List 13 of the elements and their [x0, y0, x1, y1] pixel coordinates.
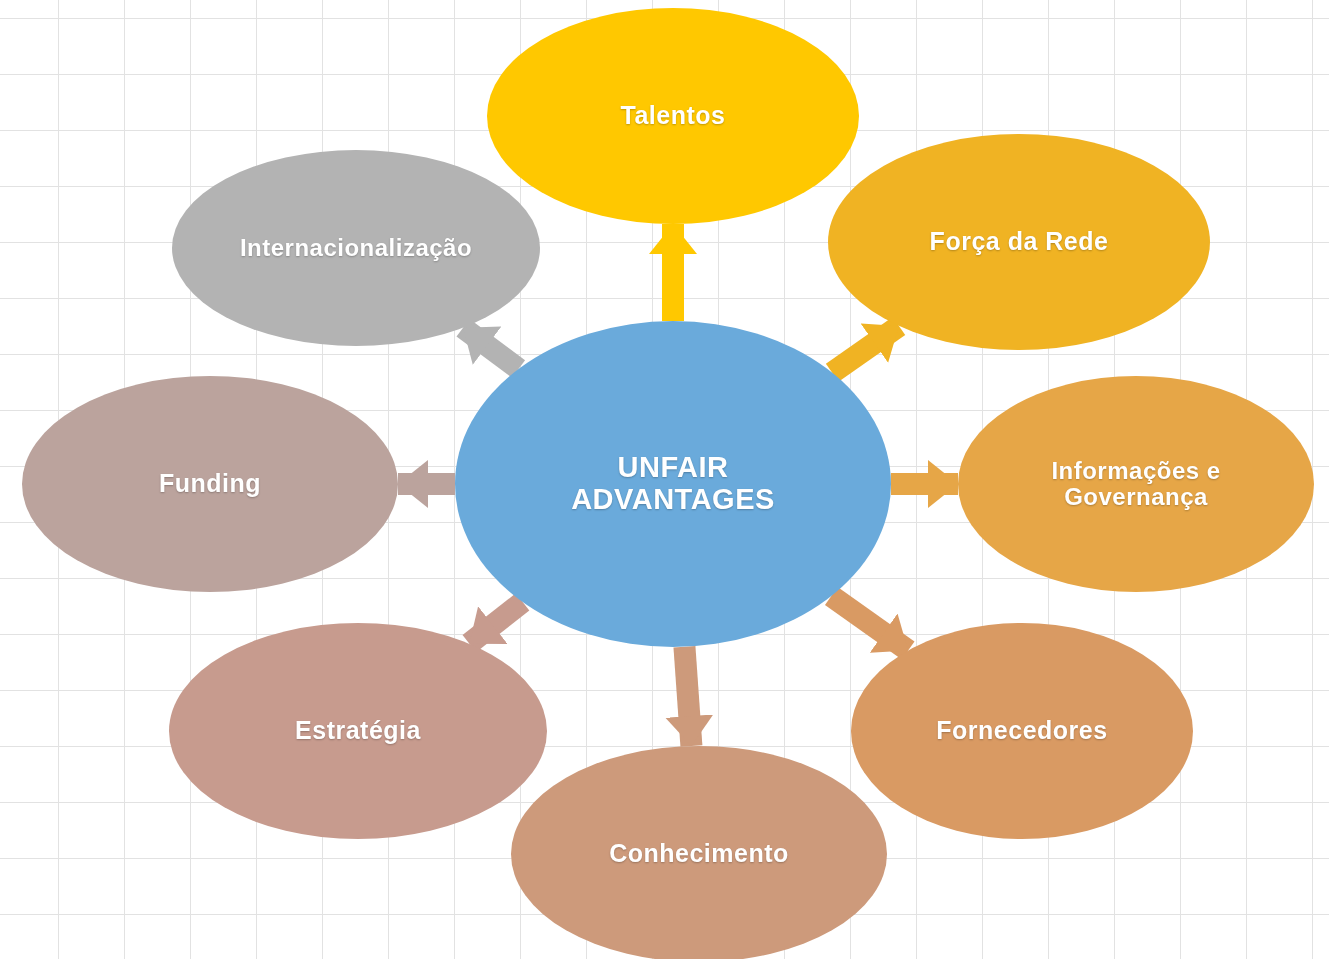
block-arrow — [649, 224, 697, 321]
node-label: Internacionalização — [239, 234, 473, 262]
node-label: Estratégia — [295, 717, 421, 745]
block-arrow — [665, 646, 714, 747]
node-label: UNFAIR ADVANTAGES — [570, 452, 776, 516]
node-label: Funding — [158, 470, 262, 498]
node-label: Conhecimento — [609, 840, 789, 868]
node-label: Informações e Governança — [1050, 457, 1222, 511]
block-arrow — [891, 460, 958, 508]
node-label: Força da Rede — [929, 228, 1109, 256]
node-label: Fornecedores — [936, 717, 1108, 745]
block-arrow — [398, 460, 455, 508]
node-label: Talentos — [620, 102, 726, 130]
